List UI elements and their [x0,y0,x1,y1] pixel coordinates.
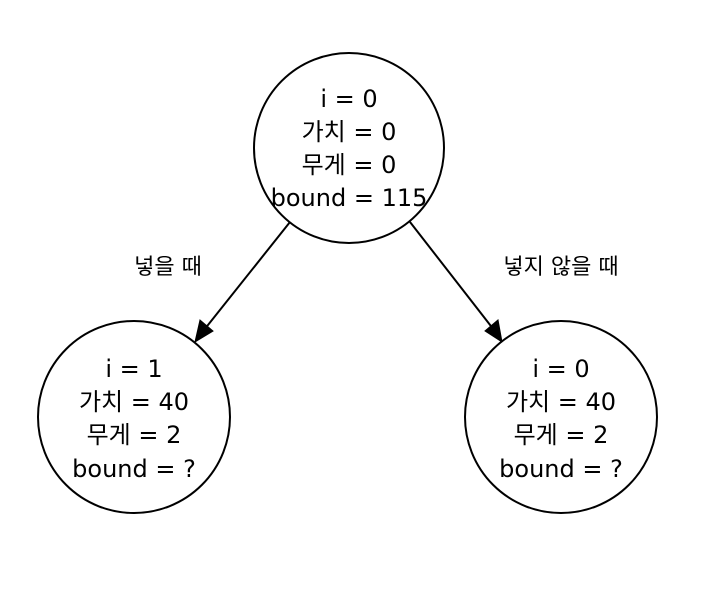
node-text-bound: bound = 115 [271,184,428,212]
edge-line-right [409,221,495,331]
edge-label-insert: 넣을 때 [134,255,202,280]
edge-root-to-left [194,221,291,344]
arrow-head-right [484,319,503,344]
node-text-weight: 무게 = 2 [514,421,609,449]
edge-label-not-insert: 넣지 않을 때 [503,255,618,280]
edge-line-left [203,221,291,331]
node-circle-left [37,320,231,514]
node-circle-root [253,52,445,244]
tree-node-root: i = 0 가치 = 0 무게 = 0 bound = 115 [253,52,445,244]
node-text-bound: bound = ? [499,455,623,483]
node-text-weight: 무게 = 2 [87,421,182,449]
node-text-value: 가치 = 40 [506,388,616,416]
arrow-head-left [194,319,214,344]
node-text-i: i = 0 [532,355,589,383]
tree-node-left: i = 1 가치 = 40 무게 = 2 bound = ? [37,320,231,514]
tree-node-right: i = 0 가치 = 40 무게 = 2 bound = ? [464,320,658,514]
node-circle-right [464,320,658,514]
node-text-weight: 무게 = 0 [302,151,397,179]
node-text-i: i = 1 [105,355,162,383]
node-text-i: i = 0 [320,85,377,113]
node-text-bound: bound = ? [72,455,196,483]
node-text-value: 가치 = 0 [302,118,397,146]
node-text-value: 가치 = 40 [79,388,189,416]
edge-root-to-right [409,221,503,344]
